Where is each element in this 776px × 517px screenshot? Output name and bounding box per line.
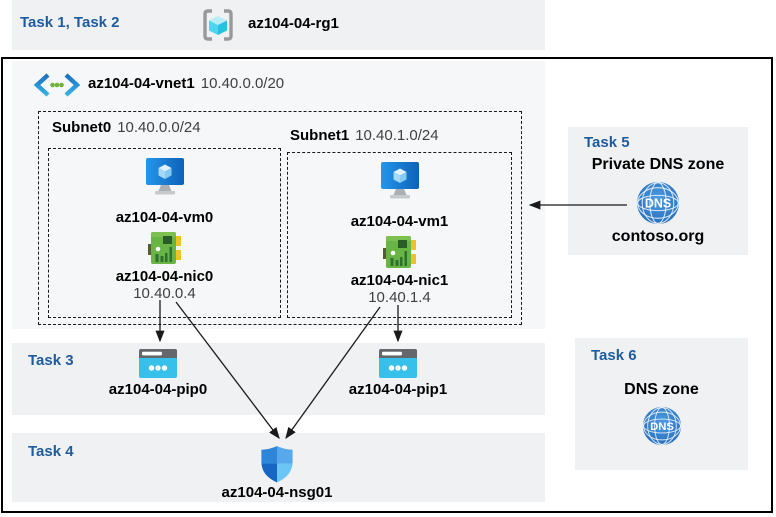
task-4-label: Task 4 (28, 443, 74, 460)
private-dns-zone-name: contoso.org (611, 228, 705, 245)
vm0-icon (145, 158, 184, 195)
nic0-icon (147, 232, 181, 264)
subnet1-title: Subnet1 10.40.1.0/24 (290, 127, 439, 144)
subnet1-cidr: 10.40.1.0/24 (355, 127, 439, 144)
task-6-label: Task 6 (591, 347, 637, 364)
vm1-icon (380, 162, 419, 199)
nic0-ip: 10.40.0.4 (133, 285, 196, 302)
nic1-icon (382, 236, 416, 268)
pip1-name: az104-04-pip1 (348, 381, 448, 398)
task-1-2-label: Task 1, Task 2 (20, 14, 120, 31)
task-3-label: Task 3 (28, 352, 74, 369)
subnet1-name: Subnet1 (290, 127, 350, 144)
nsg-shield-icon (261, 446, 293, 483)
pip0-icon (139, 349, 177, 378)
pip1-node: az104-04-pip1 (328, 349, 468, 398)
resource-group-band: Task 1, Task 2 az104-04-rg1 (12, 0, 545, 50)
subnets-dashed-box: Subnet0 10.40.0.0/24 Subnet1 10.40.1.0/2… (38, 111, 522, 325)
subnet0-title: Subnet0 10.40.0.0/24 (52, 119, 201, 136)
private-dns-icon: DNS (636, 181, 680, 225)
task4-band: Task 4 az104-04-nsg01 (12, 433, 545, 502)
diagram-border (1, 57, 773, 513)
subnet0-name: Subnet0 (52, 119, 112, 136)
pip0-name: az104-04-pip0 (108, 381, 208, 398)
nsg-name: az104-04-nsg01 (221, 484, 333, 501)
nic0-name: az104-04-nic0 (115, 268, 214, 285)
task6-box: Task 6 DNS zone DNS (575, 338, 748, 470)
nic1-ip: 10.40.1.4 (368, 289, 431, 306)
subnet0-cidr: 10.40.0.0/24 (117, 119, 201, 136)
task-5-label: Task 5 (584, 134, 630, 151)
private-dns-zone-heading: Private DNS zone (591, 156, 725, 173)
vm0-name: az104-04-vm0 (115, 209, 214, 226)
subnet1-box: az104-04-vm1 az104-04-nic1 10.40.1.4 (287, 152, 512, 318)
vm1-name: az104-04-vm1 (350, 213, 449, 230)
resource-group-icon (203, 9, 233, 41)
vnet-title: az104-04-vnet1 10.40.0.0/20 (88, 75, 284, 92)
resource-group-name: az104-04-rg1 (248, 15, 339, 32)
vnet-area: az104-04-vnet1 10.40.0.0/20 Subnet0 10.4… (12, 61, 545, 329)
vnet-cidr: 10.40.0.0/20 (200, 75, 285, 92)
nsg-node: az104-04-nsg01 (207, 445, 347, 501)
vnet-icon (34, 73, 80, 97)
task3-band: Task 3 az104-04-pip0 az104-04-pip1 (12, 343, 545, 415)
pip1-icon (379, 349, 417, 378)
nic1-name: az104-04-nic1 (350, 272, 449, 289)
task5-box: Task 5 Private DNS zone DNS contoso.org (568, 127, 748, 255)
dns-zone-icon: DNS (642, 406, 681, 446)
vnet-name: az104-04-vnet1 (88, 75, 195, 92)
subnet0-box: az104-04-vm0 az104-04-nic0 10.40.0.4 (48, 148, 281, 318)
dns-zone-heading: DNS zone (624, 381, 699, 398)
dns-zone-badge-text: DNS (650, 421, 674, 433)
private-dns-badge-text: DNS (645, 196, 671, 210)
pip0-node: az104-04-pip0 (88, 349, 228, 398)
